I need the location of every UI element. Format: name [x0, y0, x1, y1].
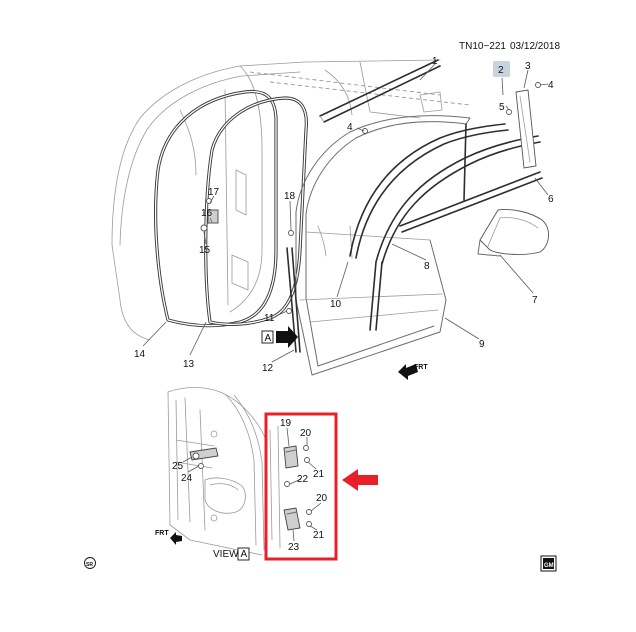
svg-text:GM: GM: [544, 563, 554, 569]
frt-tag-lower: FRT: [155, 530, 182, 545]
callout-18: 18: [284, 191, 296, 202]
hinge-bolt-22: [284, 481, 290, 487]
callout-4-right: 4: [548, 80, 554, 91]
frt-arrow-icon: [398, 364, 418, 380]
door-check-link: [189, 447, 219, 469]
belt-molding: [319, 59, 441, 123]
door-bolt-11: [286, 308, 292, 314]
callout-13: 13: [183, 359, 195, 370]
callout-1: 1: [432, 56, 438, 67]
callout-6: 6: [548, 194, 554, 205]
diagram-date: 03/12/2018: [510, 41, 560, 52]
callout-20-upper: 20: [300, 428, 312, 439]
frt-arrow-icon-lower: [170, 532, 182, 545]
pillar-applique: [515, 89, 537, 169]
view-a-title: VIEW A: [213, 547, 250, 561]
callout-7: 7: [532, 295, 538, 306]
view-label-letter: A: [241, 549, 248, 560]
callout-4-left: 4: [347, 122, 353, 133]
screw-4-right: [535, 82, 541, 88]
callout-15: 15: [199, 245, 211, 256]
callout-22: 22: [297, 474, 309, 485]
hinge-upper: [283, 445, 310, 469]
callout-17: 17: [208, 187, 220, 198]
leader-lines: [142, 63, 549, 542]
door-shell: [295, 115, 471, 376]
check-bolt: [198, 463, 204, 469]
frt-label-upper: FRT: [414, 364, 428, 371]
callout-8: 8: [424, 261, 430, 272]
callouts: 1 2 3 4 4 5 6 7 8 9 10 11 12 13 14 15 16…: [134, 56, 554, 553]
highlight-arrow-icon: [342, 469, 378, 491]
callout-14: 14: [134, 349, 146, 360]
frt-label-lower: FRT: [155, 530, 169, 537]
callout-10: 10: [330, 299, 342, 310]
frt-tag-upper: FRT: [398, 364, 428, 380]
callout-21-lower: 21: [313, 530, 325, 541]
callout-16: 16: [201, 208, 213, 219]
callout-12: 12: [262, 363, 274, 374]
door-bolt-18: [288, 230, 294, 236]
outside-mirror: [477, 209, 549, 257]
door-inner-seal: [204, 96, 308, 326]
svg-text:SR: SR: [86, 562, 93, 568]
callout-2-box: [493, 61, 510, 77]
code-mark: SR: [84, 557, 96, 569]
rear-belt-strip: [399, 171, 543, 233]
callout-23: 23: [288, 542, 300, 553]
callout-2: 2: [498, 65, 504, 76]
callout-3: 3: [525, 61, 531, 72]
view-a-arrow-icon: [276, 326, 298, 348]
view-a-marker: A: [261, 326, 298, 348]
callout-11: 11: [264, 313, 275, 324]
screw-4-left: [362, 128, 368, 134]
callout-5: 5: [499, 102, 505, 113]
callout-20-lower: 20: [316, 493, 328, 504]
clip: [506, 109, 512, 115]
header: TN10~221 03/12/2018: [459, 41, 560, 52]
callout-19: 19: [280, 418, 292, 429]
view-label: VIEW: [213, 549, 239, 560]
hinge-lower: [283, 507, 312, 531]
window-channels: [349, 123, 541, 331]
view-a-marker-letter: A: [265, 333, 272, 344]
callout-24: 24: [181, 473, 193, 484]
highlight-box: [264, 412, 338, 561]
callout-21-upper: 21: [313, 469, 325, 480]
striker-bolt: [207, 209, 219, 224]
diagram-code: TN10~221: [459, 41, 506, 52]
door-opening-weatherstrip: [154, 89, 278, 328]
callout-25: 25: [172, 461, 184, 472]
gm-logo-icon: GM: [540, 555, 557, 572]
callout-9: 9: [479, 339, 485, 350]
inset-view-a: [167, 387, 281, 556]
